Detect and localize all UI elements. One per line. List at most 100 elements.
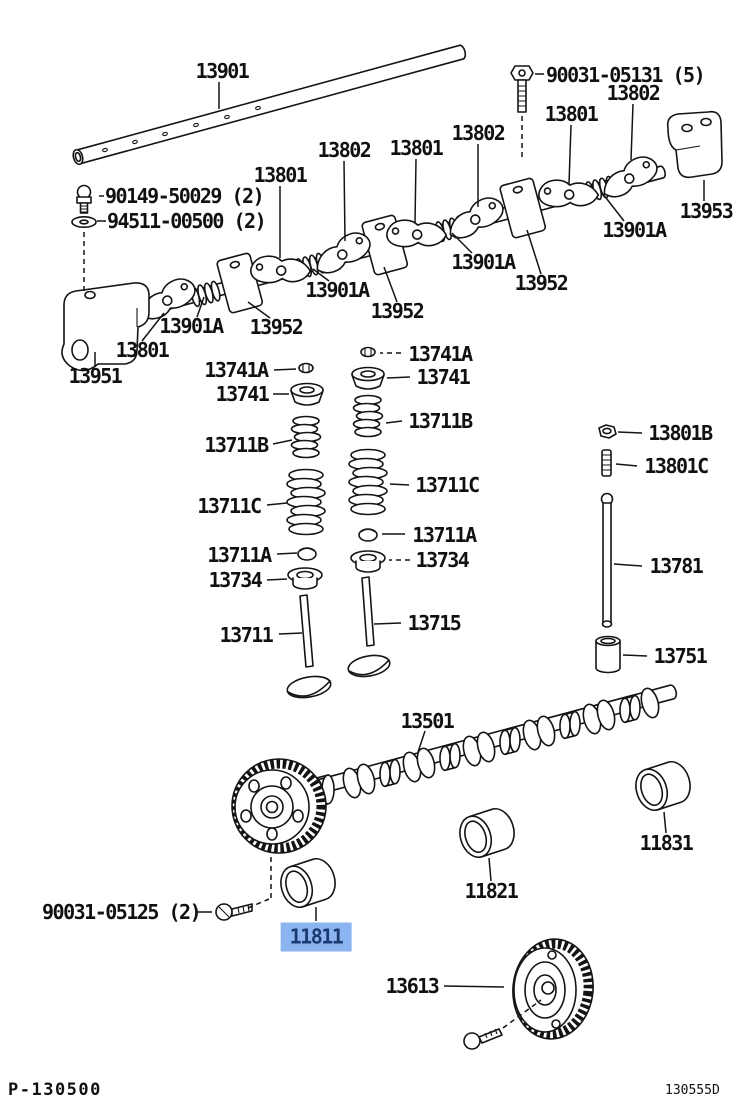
figure-code: P-130500 (8, 1080, 102, 1100)
part-label-13953[interactable]: 13953 (679, 199, 734, 223)
valve-13711-art (300, 595, 313, 667)
part-label-11811[interactable]: 11811 (280, 922, 352, 952)
part-label-13901A[interactable]: 13901A (602, 218, 667, 242)
valve-stack-left-art (286, 362, 333, 701)
assembly-dash-line (503, 1000, 541, 1028)
label-leader-line (616, 464, 637, 466)
part-label-13801C[interactable]: 13801C (644, 454, 709, 478)
label-leader-line (603, 194, 624, 221)
part-label-13801B[interactable]: 13801B (648, 421, 713, 445)
part-label-13741[interactable]: 13741 (215, 382, 270, 406)
label-leader-line (569, 125, 571, 184)
part-label-13802[interactable]: 13802 (317, 138, 372, 162)
bolt-90031-05131-art (511, 66, 533, 112)
part-label-13901A[interactable]: 13901A (451, 250, 516, 274)
camshaft-art (232, 685, 676, 853)
part-label-13711A[interactable]: 13711A (207, 543, 272, 567)
part-label-13741A[interactable]: 13741A (204, 358, 269, 382)
bearing-11831-art (630, 756, 696, 816)
label-leader-line (387, 377, 410, 378)
label-leader-line (452, 233, 472, 253)
label-leader-line (444, 986, 504, 987)
part-label-90031-05125-2-[interactable]: 90031-05125 (2) (42, 900, 202, 924)
label-leader-line (418, 731, 425, 752)
part-label-13711B[interactable]: 13711B (408, 409, 473, 433)
part-label-13613[interactable]: 13613 (385, 974, 440, 998)
part-label-13802[interactable]: 13802 (606, 81, 661, 105)
assembly-dash-line (248, 899, 269, 908)
rocker-arm-assembly-art (62, 112, 722, 371)
label-leader-line (386, 421, 402, 423)
label-leader-line (614, 564, 642, 566)
label-leader-line (277, 553, 297, 554)
label-leader-line (197, 297, 204, 317)
washer-94511-art (72, 217, 96, 227)
stud-13801C-art (602, 450, 611, 476)
label-leader-line (489, 858, 491, 881)
part-label-13801[interactable]: 13801 (389, 136, 444, 160)
bearing-11811-art (275, 853, 341, 913)
rocker-shaft-art (72, 45, 466, 165)
label-leader-line (631, 104, 633, 160)
part-label-13952[interactable]: 13952 (370, 299, 425, 323)
label-leader-line (313, 269, 329, 281)
bearing-11821-art (454, 803, 520, 863)
bolt-90149-art (77, 186, 91, 214)
label-leader-line (618, 432, 642, 433)
part-label-13711C[interactable]: 13711C (197, 494, 262, 518)
lifter-13751-art (596, 637, 620, 673)
label-leader-line (142, 313, 164, 341)
gear-13613-art (508, 935, 598, 1043)
pushrod-13781-art (602, 494, 613, 628)
bolt-90031-05125-art (216, 904, 252, 920)
label-leader-line (415, 159, 416, 223)
label-leader-line (374, 623, 401, 624)
part-label-13751[interactable]: 13751 (653, 644, 708, 668)
part-label-13802[interactable]: 13802 (451, 121, 506, 145)
label-leader-line (248, 302, 270, 318)
part-label-90031-05131-5-[interactable]: 90031-05131 (5) (546, 63, 706, 87)
part-label-13711A[interactable]: 13711A (412, 523, 477, 547)
part-label-13901A[interactable]: 13901A (305, 278, 370, 302)
part-label-13711B[interactable]: 13711B (204, 433, 269, 457)
part-label-13501[interactable]: 13501 (400, 709, 455, 733)
nut-13801B-art (599, 425, 616, 438)
label-leader-line (344, 161, 345, 241)
part-label-13801[interactable]: 13801 (544, 102, 599, 126)
label-leader-line (279, 633, 302, 634)
part-label-13952[interactable]: 13952 (514, 271, 569, 295)
part-label-13952[interactable]: 13952 (249, 315, 304, 339)
leader-lines (84, 74, 704, 1028)
part-label-13801[interactable]: 13801 (253, 163, 308, 187)
label-leader-line (274, 369, 296, 370)
part-label-13711[interactable]: 13711 (219, 623, 274, 647)
label-leader-line (623, 655, 647, 656)
part-label-13741[interactable]: 13741 (416, 365, 471, 389)
bolt-13613-art (464, 1029, 502, 1049)
part-label-11821[interactable]: 11821 (464, 879, 519, 903)
figure-reference-code: 130555D (665, 1083, 720, 1098)
label-leader-line (527, 230, 541, 274)
part-label-13951[interactable]: 13951 (68, 364, 123, 388)
part-label-13741A[interactable]: 13741A (408, 342, 473, 366)
label-leader-line (273, 440, 292, 444)
part-label-13711C[interactable]: 13711C (415, 473, 480, 497)
label-leader-line (267, 503, 287, 505)
part-label-11831[interactable]: 11831 (639, 831, 694, 855)
part-label-94511-00500-2-[interactable]: 94511-00500 (2) (107, 209, 267, 233)
label-leader-line (664, 812, 666, 833)
label-leader-line (390, 484, 409, 485)
part-label-13734[interactable]: 13734 (415, 548, 470, 572)
part-label-13781[interactable]: 13781 (649, 554, 704, 578)
part-label-13715[interactable]: 13715 (407, 611, 462, 635)
part-label-13901[interactable]: 13901 (195, 59, 250, 83)
part-label-13734[interactable]: 13734 (208, 568, 263, 592)
valve-13715-art (362, 577, 374, 646)
valve-stack-right-art (347, 346, 392, 680)
label-leader-line (267, 579, 287, 580)
part-label-13901A[interactable]: 13901A (159, 314, 224, 338)
part-label-13801[interactable]: 13801 (115, 338, 170, 362)
part-label-90149-50029-2-[interactable]: 90149-50029 (2) (105, 184, 265, 208)
